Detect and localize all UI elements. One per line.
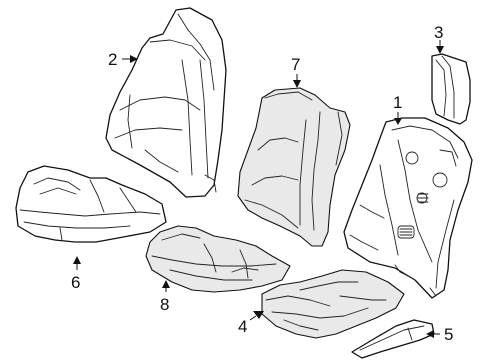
part-1-seatback-frame [343, 117, 473, 299]
part-7-seatback-pad [237, 87, 351, 247]
callout-4: 4 [238, 317, 247, 336]
callout-labels: 1 2 3 4 5 6 7 8 [71, 23, 453, 344]
callout-1: 1 [393, 93, 402, 112]
callout-6: 6 [71, 273, 80, 292]
part-3-headrest-pad [431, 53, 471, 125]
callout-2: 2 [108, 50, 117, 69]
callout-5: 5 [444, 325, 453, 344]
callout-8: 8 [160, 295, 169, 314]
callout-3: 3 [434, 23, 443, 42]
part-4-seat-cushion-frame [261, 269, 405, 339]
part-8-seat-cushion-pad [145, 225, 291, 293]
callout-7: 7 [291, 55, 300, 74]
callout-leaders [73, 40, 444, 338]
part-5-side-trim [351, 319, 435, 359]
part-6-seat-cushion-cover [15, 165, 167, 243]
part-2-seatback-cover [105, 7, 227, 198]
